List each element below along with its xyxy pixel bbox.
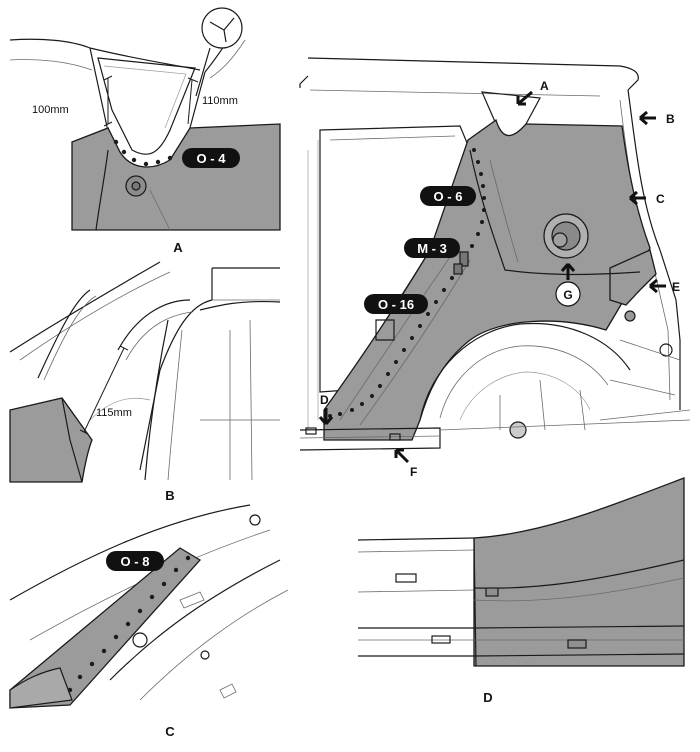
main-weld-points <box>328 148 486 418</box>
view-c-weld-points <box>67 555 191 693</box>
main-weld-label-o16: O - 16 <box>364 294 428 314</box>
view-a-dim-right: 110mm <box>202 95 238 107</box>
arrow-g: G <box>555 263 581 307</box>
view-a-dim-left: 100mm <box>32 104 69 116</box>
view-a-weld-points <box>113 139 173 167</box>
main-weld-label-o6: O - 6 <box>420 186 476 206</box>
view-b-caption: B <box>165 488 174 503</box>
view-a-quarter-panel <box>71 123 281 231</box>
view-b: 115mm <box>9 261 281 483</box>
view-d <box>357 477 685 667</box>
svg-text:O - 8: O - 8 <box>121 554 150 569</box>
view-a-caption: A <box>173 240 183 255</box>
arrow-a: A <box>516 79 549 106</box>
arrow-f: F <box>394 448 417 479</box>
svg-text:A: A <box>540 79 549 93</box>
main-weld-label-m3: M - 3 <box>404 238 460 258</box>
view-a: O - 4 100mm 110mm <box>9 7 281 231</box>
svg-text:O - 4: O - 4 <box>197 151 227 166</box>
svg-text:D: D <box>320 393 329 407</box>
svg-text:M - 3: M - 3 <box>417 241 447 256</box>
svg-text:C: C <box>656 192 665 206</box>
view-b-dim: 115mm <box>96 407 132 419</box>
arrow-b: B <box>639 110 675 126</box>
svg-text:B: B <box>666 112 675 126</box>
main-quarter-panel <box>323 118 651 441</box>
view-c-caption: C <box>165 724 175 739</box>
view-b-quarter-panel <box>9 397 93 483</box>
view-c: O - 8 <box>9 504 289 709</box>
view-c-weld-label: O - 8 <box>106 551 164 571</box>
view-d-caption: D <box>483 690 492 705</box>
svg-text:F: F <box>410 465 417 479</box>
arrow-e: E <box>649 278 680 294</box>
svg-text:G: G <box>563 288 572 302</box>
main-view: A B C E D F G O - 6 <box>299 57 691 479</box>
view-a-weld-label: O - 4 <box>182 148 240 168</box>
svg-text:O - 16: O - 16 <box>378 297 414 312</box>
view-a-detail-circle <box>201 7 243 49</box>
arrow-d: D <box>318 393 334 425</box>
view-d-quarter-panel <box>473 477 685 667</box>
svg-text:O - 6: O - 6 <box>434 189 463 204</box>
arrow-c: C <box>629 190 665 206</box>
svg-text:E: E <box>672 280 680 294</box>
